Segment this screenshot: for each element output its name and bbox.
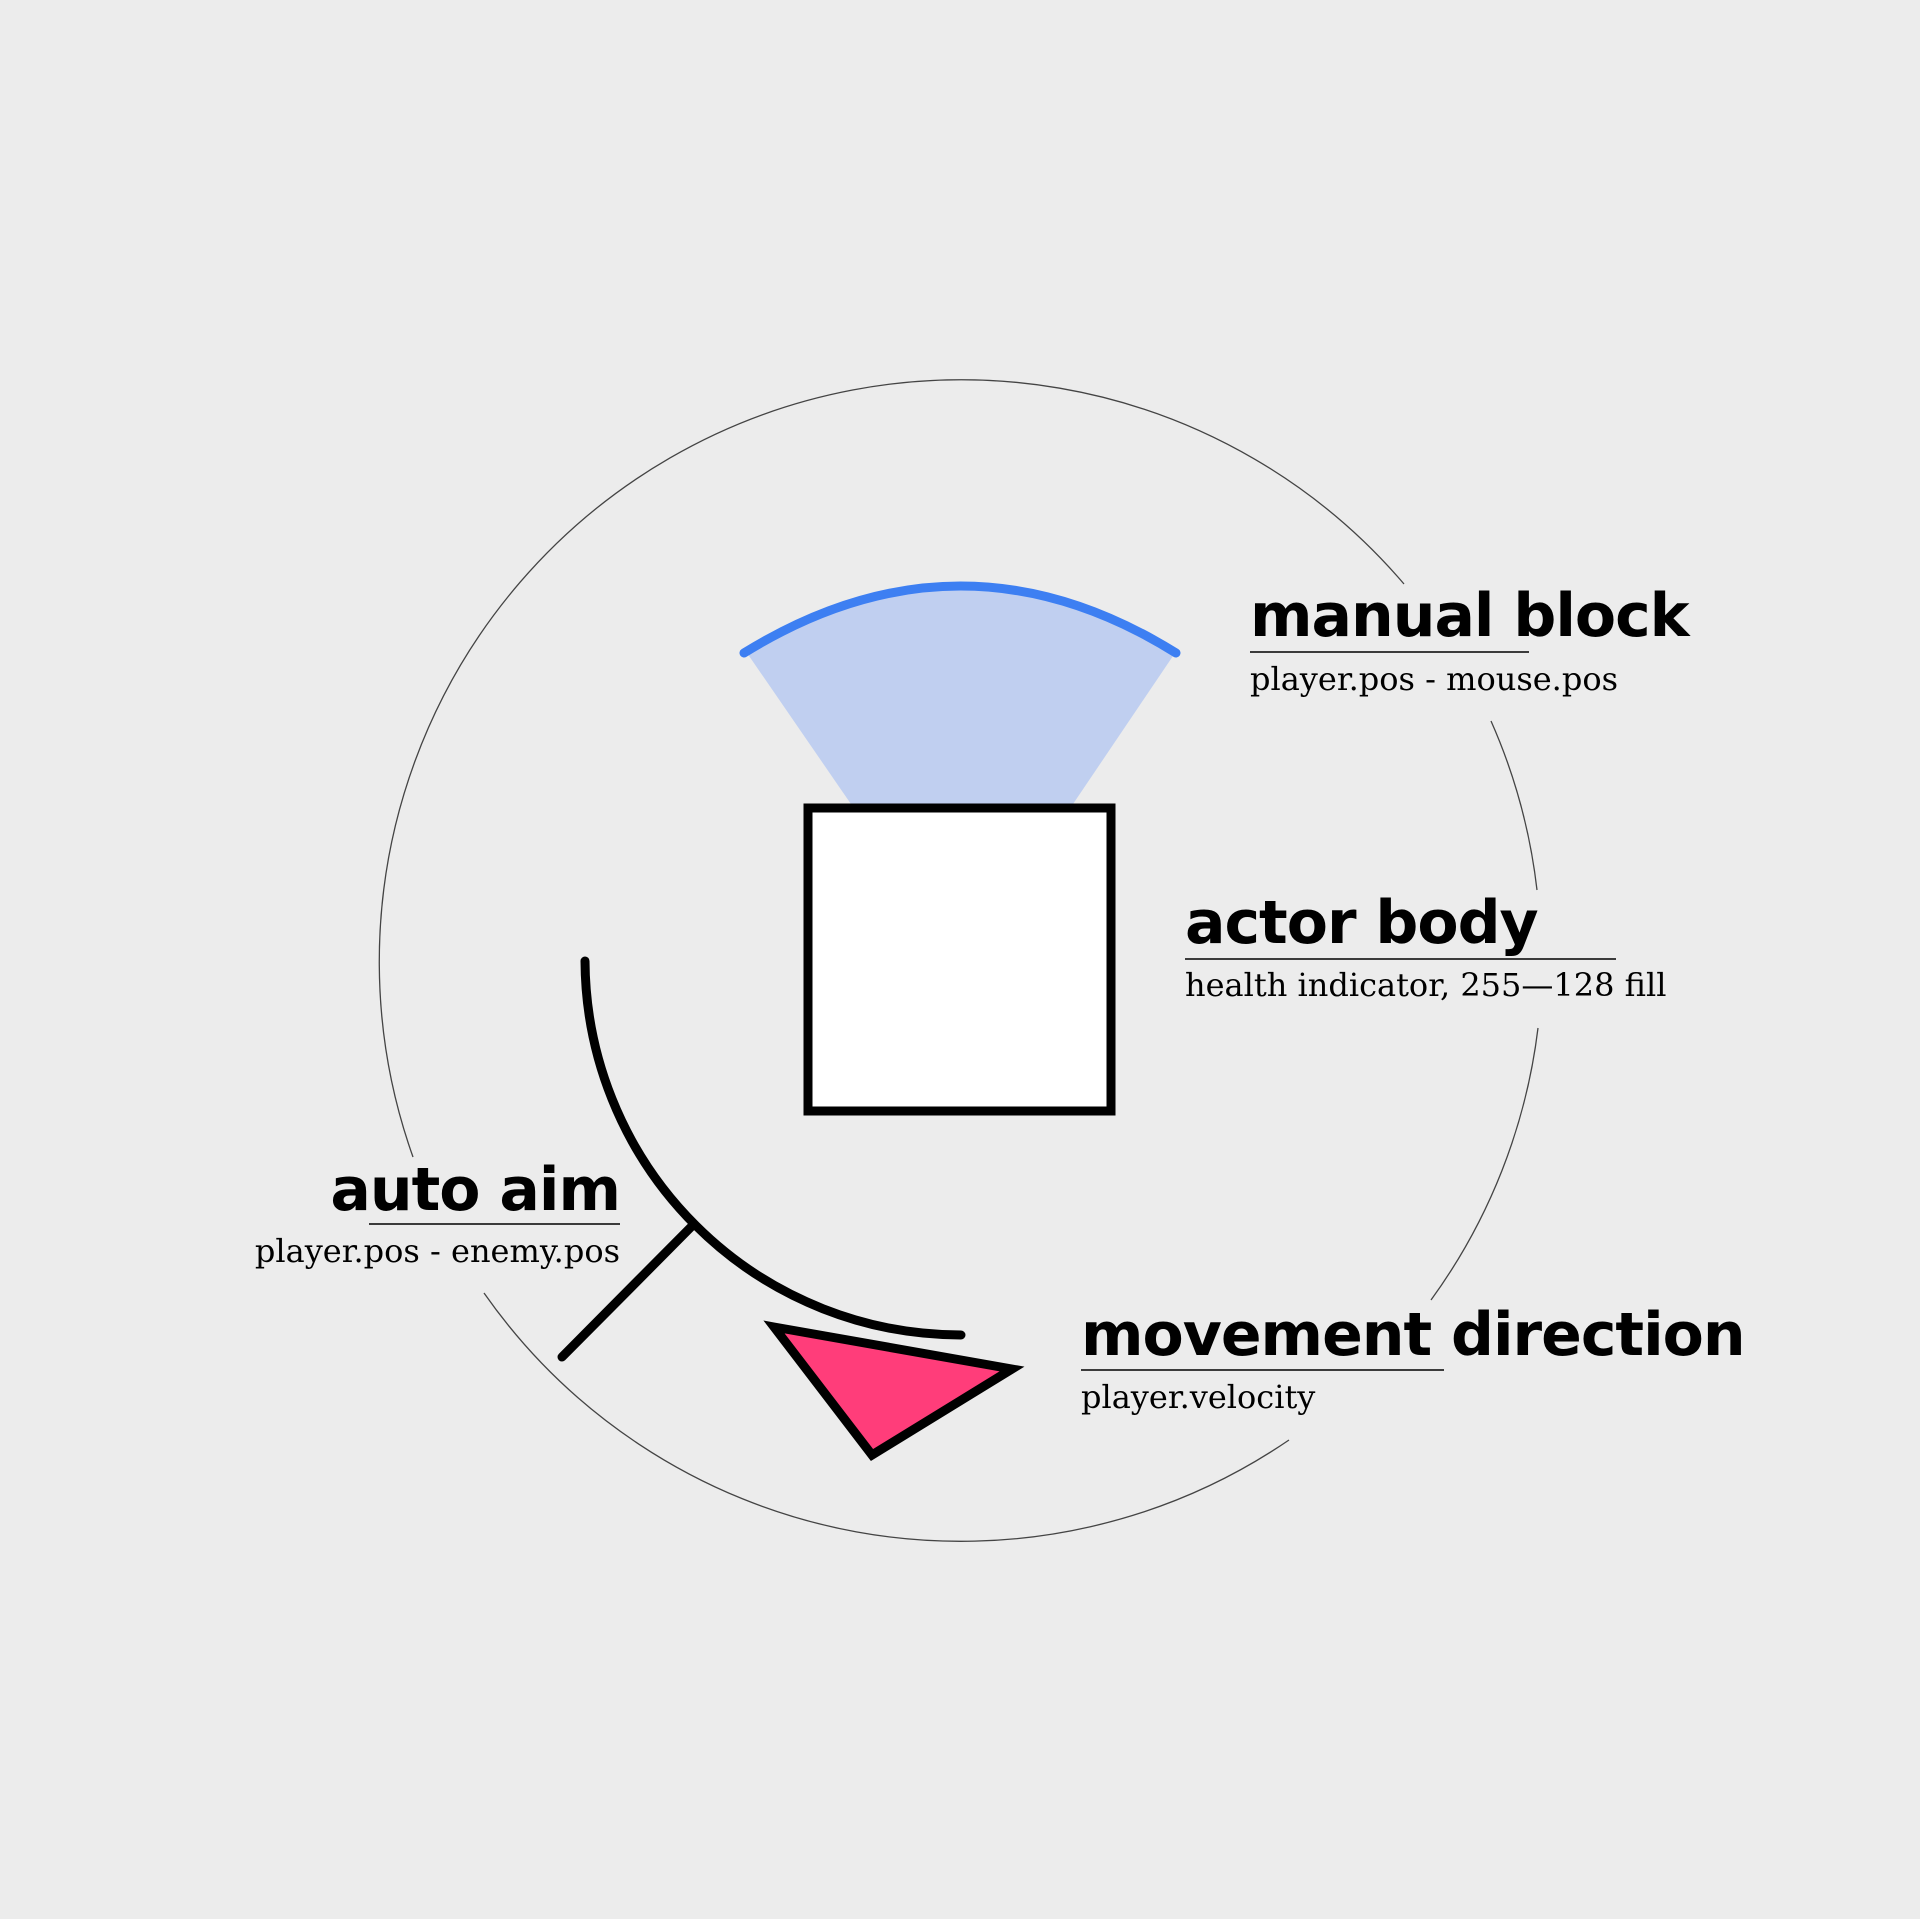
movement-direction-title: movement direction — [1081, 1300, 1745, 1370]
label-manual-block: manual block player.pos - mouse.pos — [1250, 581, 1693, 698]
movement-direction-triangle — [763, 1320, 1025, 1461]
actor-body-title: actor body — [1185, 888, 1539, 958]
manual-block-title: manual block — [1250, 581, 1692, 651]
outer-ring-segment-main — [378, 379, 1405, 1158]
outer-ring-segment-right-upper — [1490, 720, 1538, 891]
auto-aim-line — [557, 1220, 698, 1362]
auto-aim-subtitle: player.pos - enemy.pos — [255, 1232, 620, 1270]
label-auto-aim: auto aim player.pos - enemy.pos — [255, 1155, 621, 1270]
movement-direction-subtitle: player.velocity — [1081, 1378, 1315, 1416]
outer-ring-segment-right-lower — [1430, 1027, 1539, 1301]
label-movement-direction: movement direction player.velocity — [1081, 1300, 1746, 1416]
actor-body-subtitle: health indicator, 255—128 fill — [1185, 966, 1666, 1004]
manual-block-subtitle: player.pos - mouse.pos — [1250, 660, 1618, 698]
actor-body-square — [803, 803, 1116, 1116]
auto-aim-title: auto aim — [330, 1155, 620, 1225]
outer-ring-segment-bottom — [483, 1292, 1290, 1542]
manual-block-arc — [739, 581, 1181, 658]
manual-block-fan — [747, 586, 1175, 807]
auto-aim-shape — [557, 956, 966, 1362]
label-actor-body: actor body health indicator, 255—128 fil… — [1185, 888, 1666, 1004]
manual-block-shape — [739, 581, 1181, 807]
outer-ring — [378, 379, 1539, 1542]
